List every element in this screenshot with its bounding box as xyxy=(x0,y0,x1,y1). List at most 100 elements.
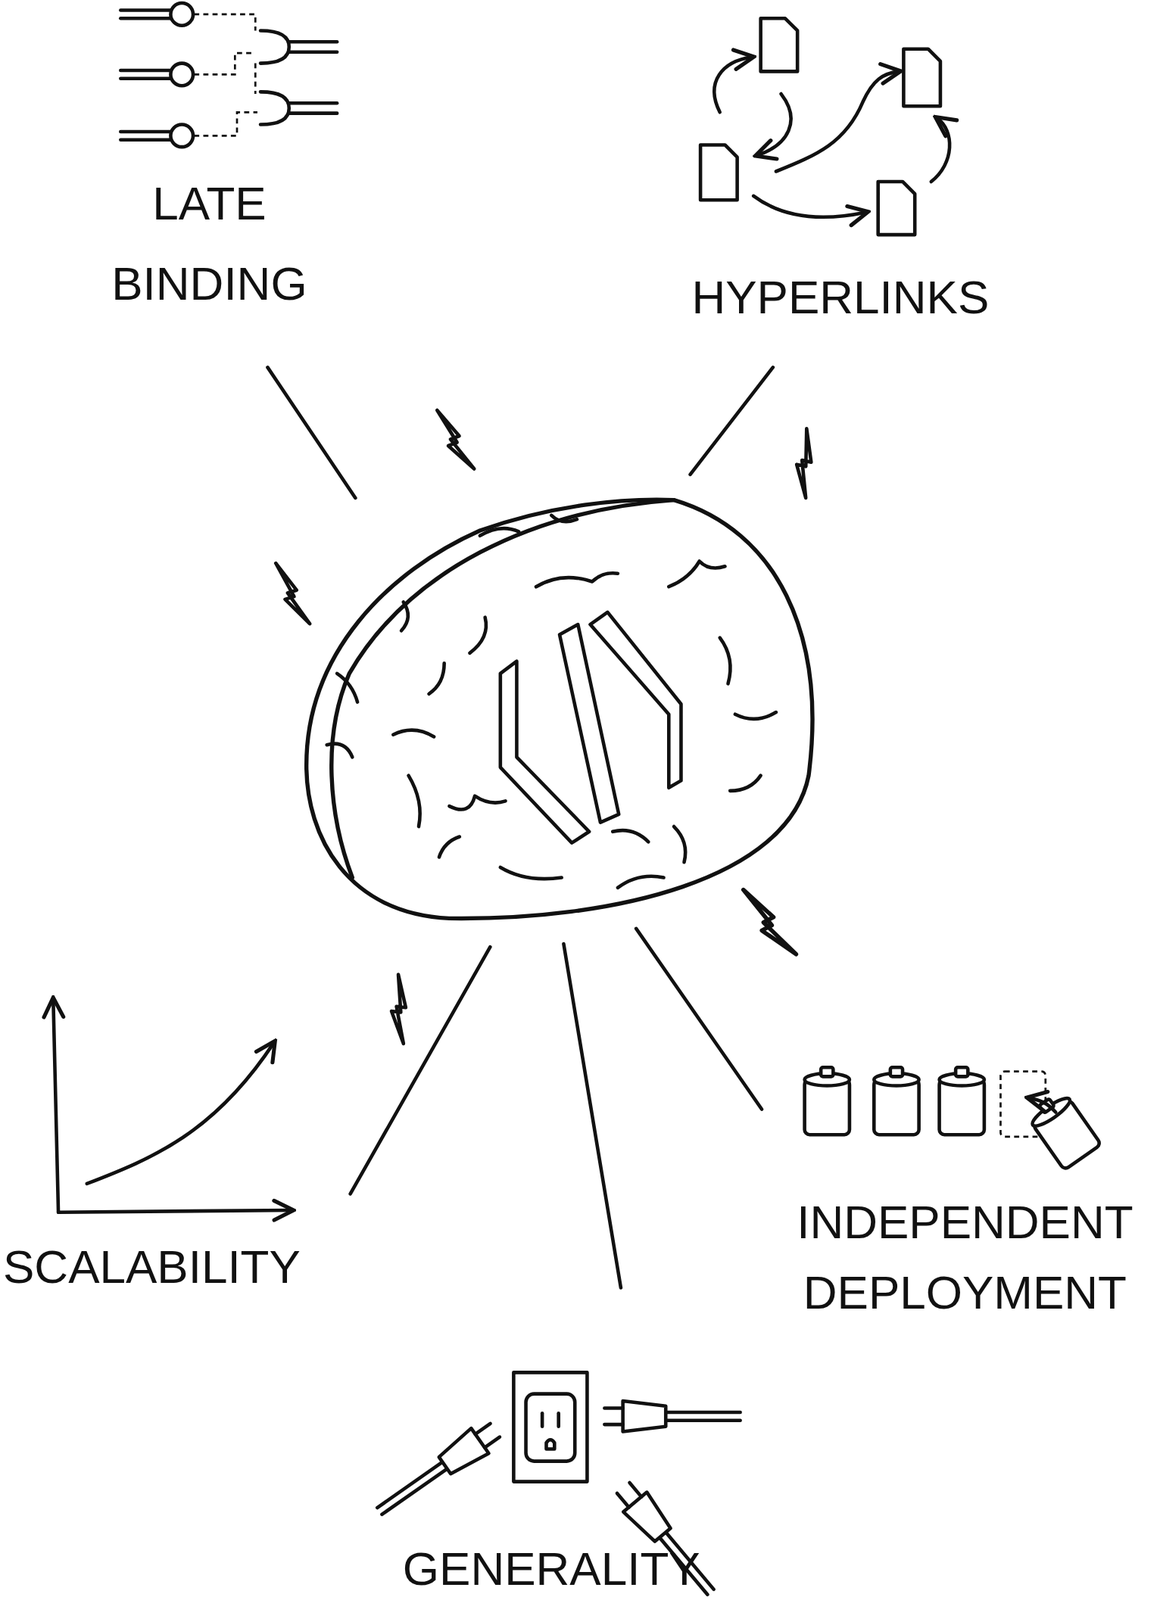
lightning-bolt xyxy=(436,406,474,474)
growth-chart xyxy=(53,1000,291,1213)
brain-icon xyxy=(439,837,460,858)
concept-label: LATE BINDING xyxy=(72,163,346,325)
outlet-icon xyxy=(540,1413,545,1428)
battery-icon xyxy=(955,1067,968,1077)
brain-icon xyxy=(589,612,681,789)
hyperlink-icon xyxy=(931,118,950,182)
hyperlink-icon xyxy=(700,144,738,200)
brain-icon xyxy=(331,500,674,879)
concept-label: SCALABILITY xyxy=(3,1239,352,1296)
brain-icon xyxy=(673,826,686,863)
ray-line xyxy=(267,367,773,1288)
binding-icon xyxy=(193,14,256,32)
lightning-bolt xyxy=(743,881,797,964)
outlet-icon xyxy=(629,1483,642,1498)
brain-icon xyxy=(428,663,444,694)
brain-icon xyxy=(668,561,725,588)
outlet-icon xyxy=(617,1493,630,1509)
growth-chart xyxy=(53,1000,59,1213)
binding-icon xyxy=(289,49,337,54)
lightning-bolt xyxy=(376,975,425,1045)
hyperlink-icon xyxy=(700,18,950,235)
outlet-icon xyxy=(665,1418,740,1423)
hyperlink-icon xyxy=(753,196,866,218)
hyperlink-icon xyxy=(878,181,916,235)
outlet-icon xyxy=(526,1394,576,1463)
brain-icon xyxy=(500,867,562,880)
brain-icon xyxy=(729,776,761,792)
outlet-icon xyxy=(556,1413,561,1428)
battery-icon xyxy=(804,1067,1102,1171)
binding-icon xyxy=(193,112,258,136)
brain-icon xyxy=(392,730,434,738)
binding-icon xyxy=(120,16,172,21)
outlet-icon xyxy=(371,1418,505,1525)
brain-icon xyxy=(617,876,665,889)
brain-icon xyxy=(720,638,731,685)
binding-icon xyxy=(120,130,172,135)
battery-icon xyxy=(873,1079,919,1136)
battery-icon xyxy=(804,1079,850,1136)
hyperlink-icon xyxy=(714,57,752,113)
binding-icon xyxy=(120,77,172,82)
binding-icon xyxy=(170,3,194,26)
outlet-icon xyxy=(513,1372,587,1482)
hyperlink-icon xyxy=(760,18,799,72)
binding-icon xyxy=(120,3,337,147)
brain-icon xyxy=(306,499,813,919)
brain-icon xyxy=(327,744,353,758)
battery-icon xyxy=(939,1079,985,1136)
binding-icon xyxy=(289,111,337,116)
outlet-icon xyxy=(623,1493,674,1546)
ray-line xyxy=(690,367,774,475)
binding-icon xyxy=(260,30,290,63)
lightning-bolt xyxy=(779,428,833,499)
lightning-bolt xyxy=(275,406,833,1045)
outlet-icon xyxy=(604,1406,623,1411)
binding-icon xyxy=(260,91,290,125)
outlet-icon xyxy=(665,1411,740,1416)
battery-icon xyxy=(1032,1099,1101,1171)
brain-icon xyxy=(401,601,409,631)
brain-icon xyxy=(536,573,618,587)
ray-line xyxy=(267,367,356,499)
growth-chart xyxy=(58,1210,291,1214)
brain-icon xyxy=(559,624,619,824)
outlet-icon xyxy=(475,1424,491,1435)
growth-chart xyxy=(87,1043,275,1185)
concept-label: INDEPENDENT DEPLOYMENT xyxy=(775,1187,1154,1329)
outlet-icon xyxy=(623,1401,667,1432)
binding-icon xyxy=(254,63,257,94)
brain-icon xyxy=(469,617,487,654)
outlet-icon xyxy=(436,1428,490,1479)
outlet-icon xyxy=(371,1372,741,1600)
binding-icon xyxy=(289,101,337,106)
outlet-icon xyxy=(381,1469,447,1516)
lightning-bolt xyxy=(275,561,310,627)
ray-line xyxy=(563,944,621,1288)
brain-icon xyxy=(480,528,519,537)
battery-icon xyxy=(1025,1089,1102,1171)
battery-icon xyxy=(890,1067,903,1077)
brain-icon xyxy=(735,712,777,720)
brain-icon xyxy=(408,776,421,827)
binding-icon xyxy=(120,8,172,13)
outlet-icon xyxy=(604,1423,623,1428)
brain-icon xyxy=(449,796,506,811)
binding-icon xyxy=(289,40,337,44)
brain-icon xyxy=(336,673,358,703)
battery-icon xyxy=(820,1067,833,1077)
outlet-icon xyxy=(484,1437,500,1449)
concept-label: GENERALITY xyxy=(377,1541,726,1598)
brain-icon xyxy=(551,515,577,522)
binding-icon xyxy=(120,68,172,73)
battery-icon xyxy=(1029,1094,1073,1131)
hyperlink-icon xyxy=(776,71,899,172)
binding-icon xyxy=(170,63,194,87)
ray-line xyxy=(350,947,491,1195)
binding-icon xyxy=(120,137,172,142)
battery-icon xyxy=(1029,1098,1056,1114)
binding-icon xyxy=(193,53,256,75)
